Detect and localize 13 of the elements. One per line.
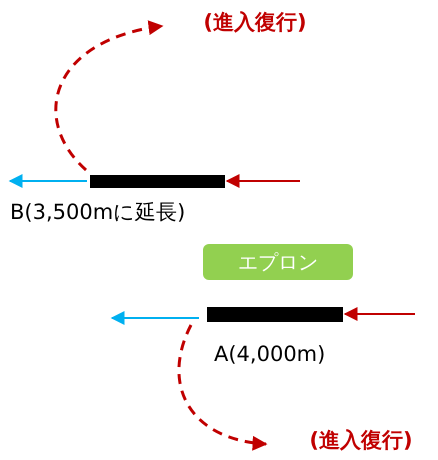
- go-around-label: (進入復行): [172, 6, 338, 38]
- go-around-path-arrow: [54, 21, 164, 172]
- go-around-label: (進入復行): [286, 424, 436, 456]
- flight-direction-arrow: [344, 307, 415, 321]
- runway-label: B(3,500mに延長): [10, 199, 186, 226]
- flight-direction-arrow: [8, 174, 87, 188]
- go-around-path-arrow: [177, 324, 268, 450]
- runway-bar: [207, 307, 343, 322]
- flight-direction-arrow: [226, 174, 300, 188]
- runway-bar: [90, 175, 225, 188]
- apron-label: エプロン: [203, 244, 353, 280]
- flight-direction-arrow: [110, 311, 199, 325]
- runway-label: A(4,000m): [214, 342, 326, 366]
